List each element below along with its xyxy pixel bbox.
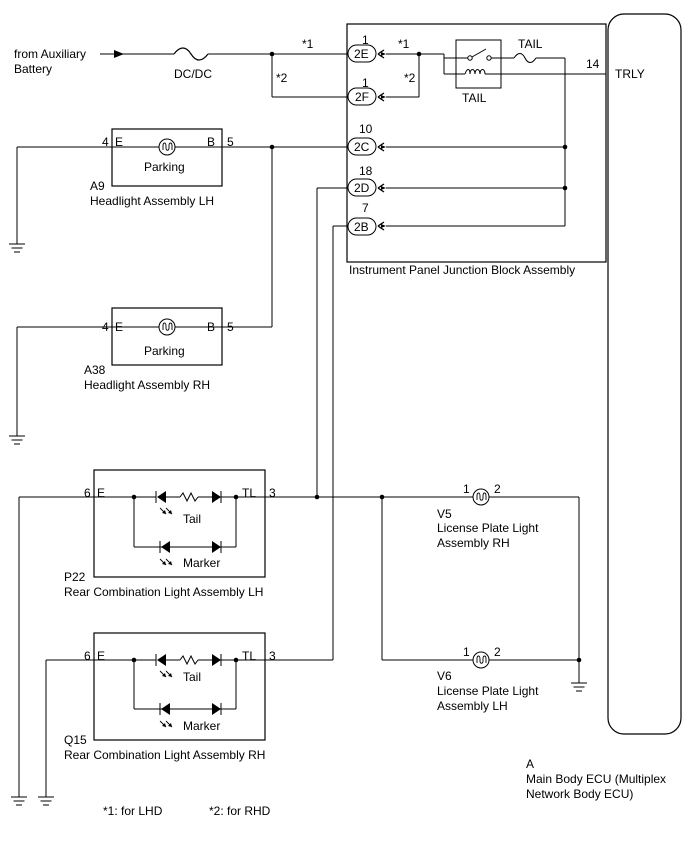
junction-block [346, 23, 607, 263]
svg-text:2: 2 [494, 482, 501, 496]
svg-text:Assembly RH: Assembly RH [437, 536, 510, 550]
svg-text:Network Body ECU): Network Body ECU) [526, 787, 633, 801]
tail-led-lh [134, 491, 236, 515]
headlight-lh-code: A9 [90, 179, 105, 193]
marker-led-lh [159, 541, 222, 566]
trly-label: TRLY [615, 67, 645, 81]
svg-text:E: E [97, 486, 105, 500]
svg-text:2D: 2D [354, 181, 370, 195]
headlight-lh-pin-b: 5 [227, 135, 234, 149]
svg-text:1: 1 [362, 76, 369, 90]
rear-combination-rh-box [93, 632, 266, 741]
svg-text:1: 1 [463, 645, 470, 659]
svg-text:2F: 2F [355, 90, 369, 104]
svg-text:6: 6 [84, 486, 91, 500]
ground-icon [8, 435, 26, 445]
svg-text:E: E [115, 135, 123, 149]
svg-text:2C: 2C [354, 140, 370, 154]
connector-2f: 1 2F [347, 76, 387, 106]
ground-icon [10, 796, 28, 806]
license-plate-rh-bulb-icon [472, 488, 490, 506]
headlight-rh-code: A38 [84, 363, 106, 377]
tail-fuse-icon [513, 52, 537, 64]
rhd-mark-right: *2 [404, 71, 416, 85]
connector-2c: 10 2C [347, 122, 387, 156]
svg-text:6: 6 [84, 649, 91, 663]
svg-text:Assembly LH: Assembly LH [437, 699, 508, 713]
headlight-lh-name: Headlight Assembly LH [90, 194, 214, 208]
dcdc-label: DC/DC [174, 67, 212, 81]
source-label: from Auxiliary Battery [14, 47, 86, 76]
svg-text:Marker: Marker [183, 556, 220, 570]
svg-text:1: 1 [362, 33, 369, 47]
ground-icon [570, 682, 588, 692]
rear-rh-code: Q15 [64, 733, 87, 747]
trly-pin: 14 [586, 57, 600, 71]
rear-lh-name: Rear Combination Light Assembly LH [64, 585, 263, 599]
svg-text:E: E [97, 649, 105, 663]
svg-text:18: 18 [359, 164, 373, 178]
svg-text:7: 7 [362, 201, 369, 215]
svg-text:B: B [207, 135, 215, 149]
license-lh-code: V6 [437, 669, 452, 683]
svg-text:1: 1 [463, 482, 470, 496]
connector-2e: 1 2E [347, 33, 387, 63]
feed-arrow-icon [114, 50, 124, 58]
headlight-rh-name: Headlight Assembly RH [84, 378, 210, 392]
svg-text:TL: TL [242, 486, 256, 500]
svg-text:Tail: Tail [183, 670, 201, 684]
footnote-rhd: *2: for RHD [209, 804, 271, 818]
junction-block-label: Instrument Panel Junction Block Assembly [349, 263, 575, 277]
license-rh-code: V5 [437, 507, 452, 521]
lhd-mark-right: *1 [398, 37, 410, 51]
ground-icon [8, 243, 26, 253]
main-body-ecu [607, 13, 682, 735]
svg-text:Battery: Battery [14, 62, 52, 76]
headlight-rh-box [111, 307, 223, 366]
svg-text:TL: TL [242, 649, 256, 663]
marker-led-rh [159, 703, 222, 728]
tail-led-rh [134, 654, 236, 678]
rear-combination-lh-box [93, 469, 266, 578]
headlight-lh-box [111, 128, 223, 187]
parking-bulb-rh-icon [158, 318, 176, 336]
svg-text:A: A [526, 757, 534, 771]
svg-text:Parking: Parking [144, 344, 185, 358]
svg-text:License Plate Light: License Plate Light [437, 521, 539, 535]
connector-2b: 7 2B [347, 201, 387, 236]
svg-text:Tail: Tail [183, 512, 201, 526]
rear-lh-code: P22 [64, 570, 86, 584]
connector-2d: 18 2D [347, 164, 387, 197]
svg-text:2: 2 [494, 645, 501, 659]
dcdc-fuse-icon [170, 47, 212, 61]
ecu-label: A Main Body ECU (Multiplex Network Body … [526, 757, 666, 801]
headlight-lh-pin-e: 4 [102, 135, 109, 149]
license-plate-lh-bulb-icon [472, 651, 490, 669]
svg-text:2B: 2B [354, 220, 369, 234]
svg-text:from Auxiliary: from Auxiliary [14, 47, 86, 61]
rhd-mark-left: *2 [276, 71, 288, 85]
footnote-lhd: *1: for LHD [103, 804, 163, 818]
ground-icon [37, 796, 55, 806]
svg-text:Main Body ECU (Multiplex: Main Body ECU (Multiplex [526, 772, 666, 786]
svg-text:3: 3 [269, 486, 276, 500]
svg-text:Marker: Marker [183, 719, 220, 733]
parking-bulb-lh-icon [158, 138, 176, 156]
relay-label: TAIL [462, 91, 487, 105]
tail-relay [455, 39, 502, 89]
lhd-mark-left: *1 [302, 37, 314, 51]
svg-text:10: 10 [359, 122, 373, 136]
svg-text:2E: 2E [354, 47, 369, 61]
svg-text:License Plate Light: License Plate Light [437, 684, 539, 698]
rear-rh-name: Rear Combination Light Assembly RH [64, 748, 265, 762]
svg-text:Parking: Parking [144, 160, 185, 174]
svg-text:3: 3 [269, 649, 276, 663]
fuse-label: TAIL [518, 37, 543, 51]
